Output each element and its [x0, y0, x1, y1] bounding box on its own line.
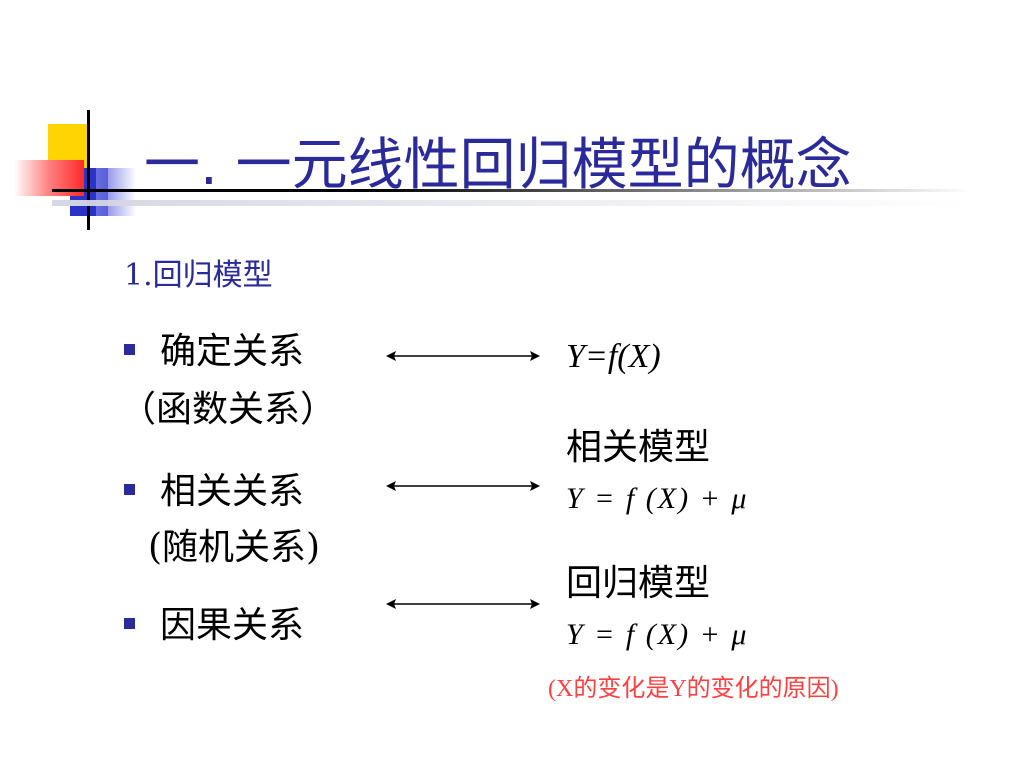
double-arrow-icon: [386, 351, 540, 361]
logo-blue-fade: [96, 168, 136, 216]
logo-vertical-line: [87, 110, 90, 230]
causal-note: (X的变化是Y的变化的原因): [548, 676, 839, 702]
title-underline-shadow: [52, 200, 972, 206]
slide-subtitle: 1.回归模型: [124, 258, 273, 293]
item-deterministic-sub: （函数关系）: [120, 389, 337, 430]
double-arrow-icon: [386, 481, 540, 491]
formula-deterministic: Y=f(X): [566, 338, 661, 375]
slide-title: 一. 一元线性回归模型的概念: [144, 133, 852, 198]
item-causal-label: 因果关系: [160, 605, 305, 646]
double-arrow-icon: [386, 599, 540, 609]
bullet-icon: [124, 344, 135, 355]
regression-model-label: 回归模型: [566, 563, 711, 604]
title-underline: [52, 189, 972, 192]
formula-regression: Y = f (X) + μ: [566, 618, 749, 651]
bullet-icon: [124, 484, 135, 495]
formula-correlation: Y = f (X) + μ: [566, 482, 749, 515]
item-correlation-sub: (随机关系): [148, 527, 321, 568]
item-deterministic-label: 确定关系: [160, 331, 305, 372]
bullet-icon: [124, 618, 135, 629]
correlation-model-label: 相关模型: [566, 427, 711, 468]
item-correlation-label: 相关关系: [160, 471, 305, 512]
